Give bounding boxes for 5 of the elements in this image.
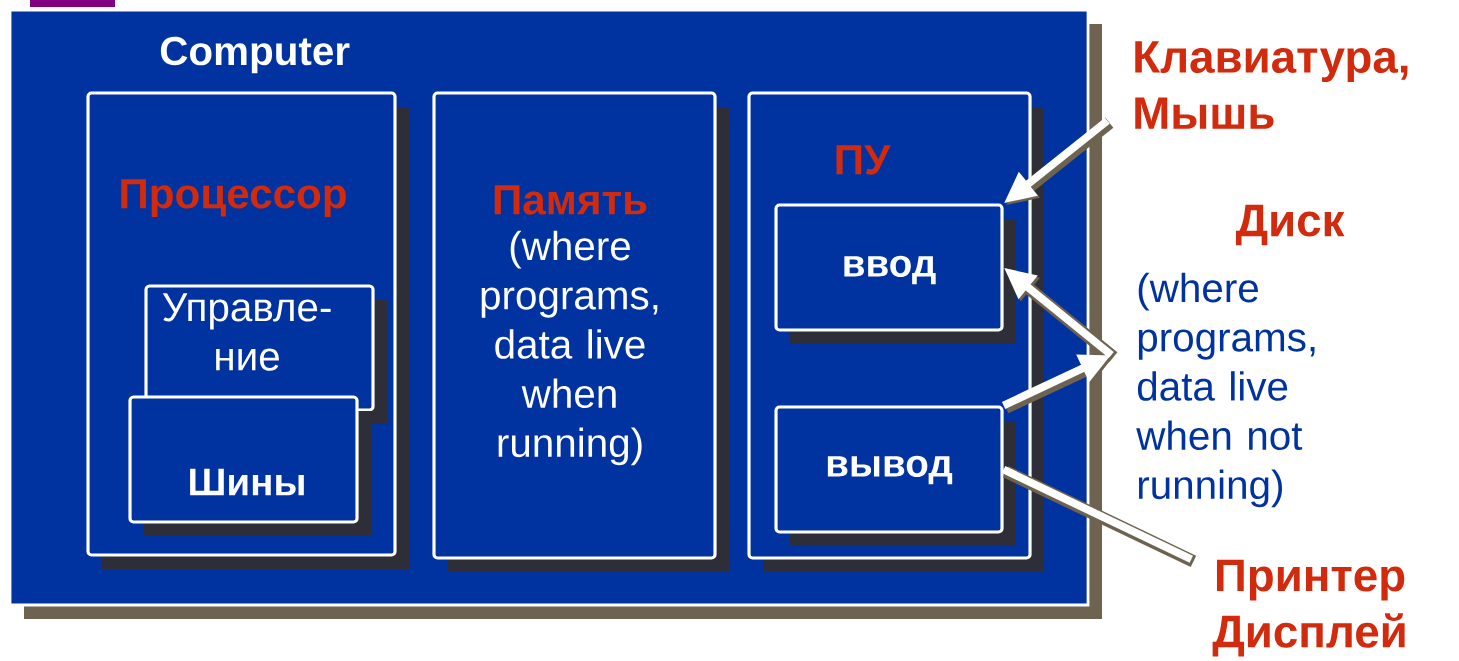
description-text: (where programs, data live when not running) [1136,272,1315,508]
device-label: Диск [1235,204,1345,246]
device-label: Принтер Дисплей [1212,559,1405,657]
device-label: Клавиатура, Мышь [1135,41,1408,129]
panel-title: Computer [160,36,350,74]
